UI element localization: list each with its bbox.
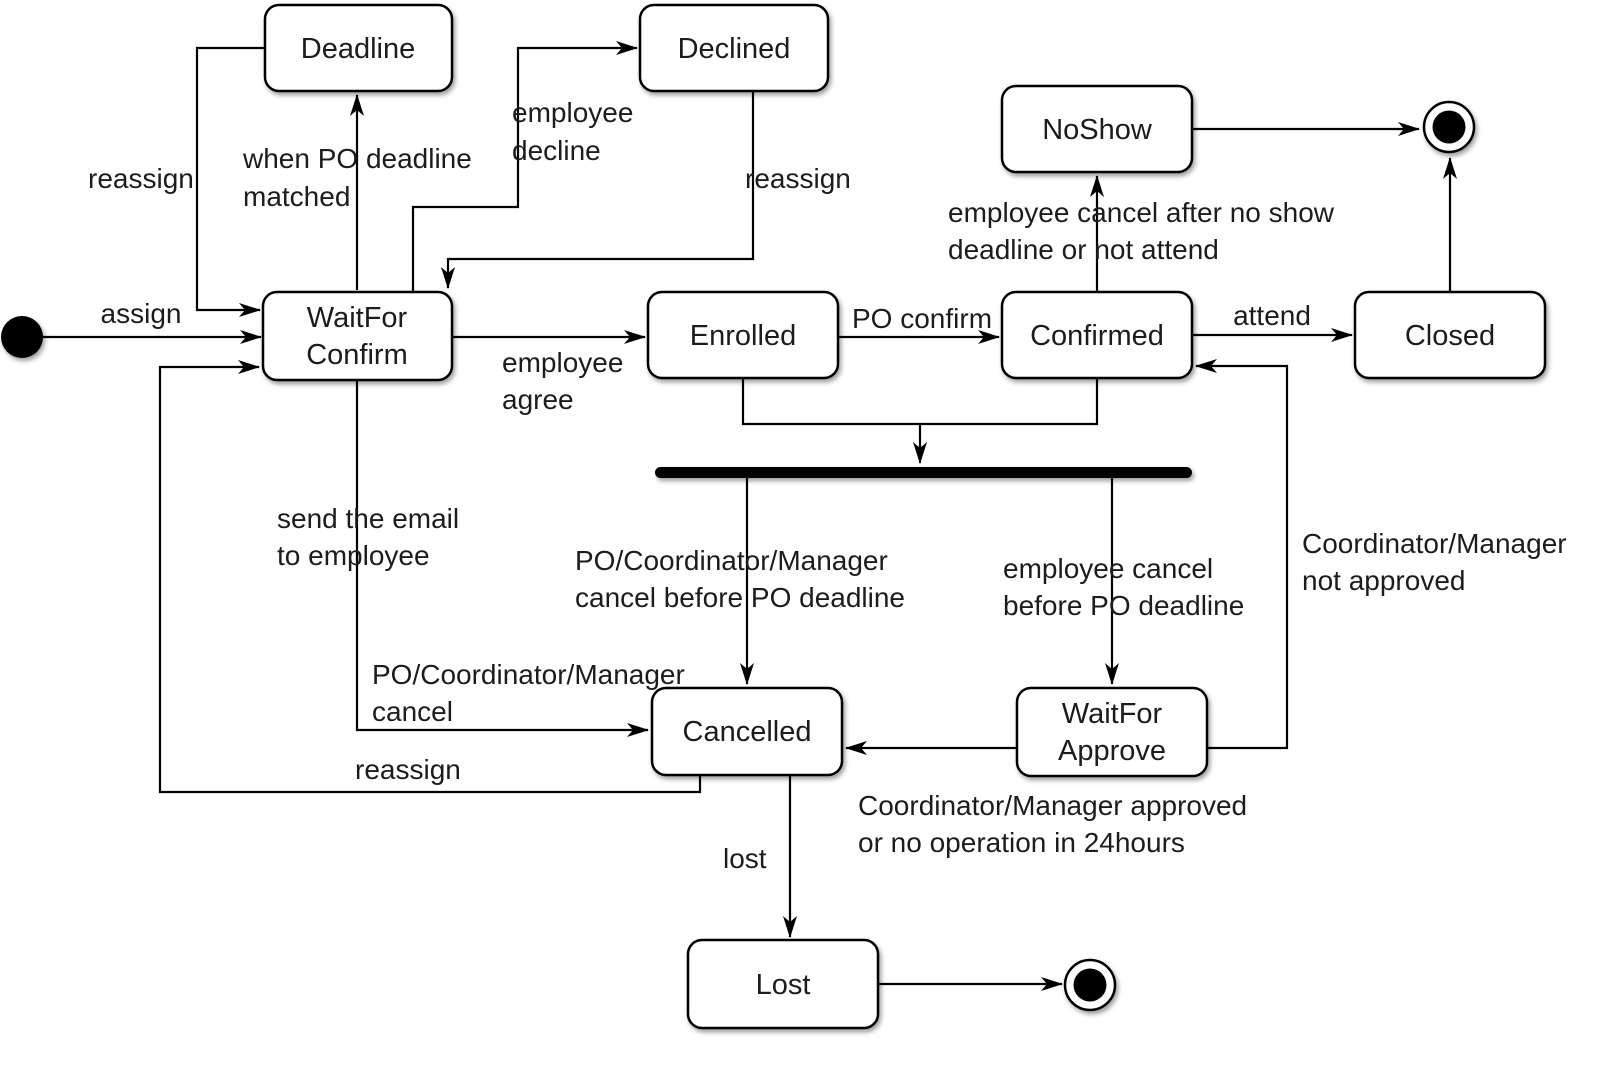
transition-assign-label: assign <box>101 298 182 329</box>
final-state-top <box>1422 100 1476 154</box>
state-deadline-shape <box>263 3 454 93</box>
state-declined-label: Declined <box>678 33 791 65</box>
state-enrolled-label: Enrolled <box>690 320 796 352</box>
initial-state <box>1 316 43 358</box>
state-declined: Declined <box>638 3 830 93</box>
transition-when-po-deadline-label-line1: when PO deadline <box>242 143 472 174</box>
state-deadline-label: Deadline <box>301 33 415 65</box>
state-wait-for-approve-shape <box>1015 686 1209 778</box>
transition-to-fork-connector <box>741 378 1099 426</box>
final-state-bottom-inner-dot <box>1073 968 1107 1002</box>
transition-cancel-after-noshow-label-line2: deadline or not attend <box>948 234 1219 265</box>
state-wait-for-confirm-label-line2: Confirm <box>306 339 408 371</box>
transition-po-cancel-before-deadline-label-line2: cancel before PO deadline <box>575 582 905 613</box>
state-wait-for-approve-label-line2: Approve <box>1058 735 1166 767</box>
transition-reassign-cancelled-label: reassign <box>355 754 461 785</box>
final-state-top-inner-dot <box>1432 110 1466 144</box>
transition-approved-label-line1: Coordinator/Manager approved <box>858 790 1247 821</box>
transition-cancel-after-noshow-label-line1: employee cancel after no show <box>948 197 1335 228</box>
transition-reassign-cancelled-arrow <box>158 360 702 794</box>
final-state-bottom <box>1063 958 1117 1012</box>
state-noshow-shape <box>1000 84 1194 174</box>
state-wait-for-confirm-shape <box>261 290 454 382</box>
transitions: assign when PO deadline matched reassign… <box>43 41 1567 991</box>
transition-po-cancel-label-line2: cancel <box>372 696 453 727</box>
states: Deadline Declined NoShow WaitFor Confirm… <box>261 3 1547 1030</box>
state-closed: Closed <box>1353 290 1547 380</box>
transition-po-confirm-label: PO confirm <box>852 303 992 334</box>
state-enrolled: Enrolled <box>646 290 840 380</box>
transition-po-cancel-arrow <box>355 380 649 737</box>
state-confirmed-label: Confirmed <box>1030 320 1164 352</box>
state-closed-shape <box>1353 290 1547 380</box>
state-cancelled: Cancelled <box>650 686 844 777</box>
transition-po-cancel-label-line1: PO/Coordinator/Manager <box>372 659 685 690</box>
state-enrolled-shape <box>646 290 840 380</box>
state-wait-for-confirm: WaitFor Confirm <box>261 290 454 382</box>
transition-not-approved-label-line2: not approved <box>1302 565 1465 596</box>
state-confirmed-shape <box>1000 290 1194 380</box>
state-lost-label: Lost <box>756 969 811 1001</box>
state-wait-for-confirm-label-line1: WaitFor <box>307 302 408 334</box>
transition-employee-decline-label-line2: decline <box>512 135 601 166</box>
transition-employee-cancel-before-deadline-label-line1: employee cancel <box>1003 553 1213 584</box>
transition-reassign-deadline-label: reassign <box>88 163 194 194</box>
transition-reassign-deadline-arrow <box>195 46 265 317</box>
state-lost: Lost <box>686 938 880 1030</box>
transition-attend-label: attend <box>1233 300 1311 331</box>
transition-when-po-deadline-label-line2: matched <box>243 181 350 212</box>
state-lost-shape <box>686 938 880 1030</box>
pseudo-states <box>1 100 1476 1012</box>
state-wait-for-approve-label-line1: WaitFor <box>1062 698 1163 730</box>
transition-lost-label: lost <box>723 843 767 874</box>
state-confirmed: Confirmed <box>1000 290 1194 380</box>
state-declined-shape <box>638 3 830 93</box>
transition-reassign-declined-label: reassign <box>745 163 851 194</box>
transition-send-email-label-line1: send the email <box>277 503 459 534</box>
state-noshow: NoShow <box>1000 84 1194 174</box>
transition-reassign-declined-arrow <box>441 91 755 289</box>
state-cancelled-label: Cancelled <box>683 716 812 748</box>
transition-employee-cancel-before-deadline-label-line2: before PO deadline <box>1003 590 1244 621</box>
transition-employee-agree-label-line2: agree <box>502 384 574 415</box>
state-wait-for-approve: WaitFor Approve <box>1015 686 1209 778</box>
transition-po-cancel-before-deadline-label-line1: PO/Coordinator/Manager <box>575 545 888 576</box>
transition-employee-decline-label-line1: employee <box>512 97 633 128</box>
transition-employee-decline-arrow <box>411 41 638 292</box>
transition-not-approved-label-line1: Coordinator/Manager <box>1302 528 1567 559</box>
transition-employee-agree-label-line1: employee <box>502 347 623 378</box>
state-closed-label: Closed <box>1405 320 1495 352</box>
transition-send-email-label-line2: to employee <box>277 540 430 571</box>
state-cancelled-shape <box>650 686 844 777</box>
transition-approved-label-line2: or no operation in 24hours <box>858 827 1185 858</box>
fork-join-bar <box>655 467 1192 478</box>
state-noshow-label: NoShow <box>1042 114 1153 146</box>
transition-not-approved-arrow <box>1195 359 1289 750</box>
state-deadline: Deadline <box>263 3 454 93</box>
